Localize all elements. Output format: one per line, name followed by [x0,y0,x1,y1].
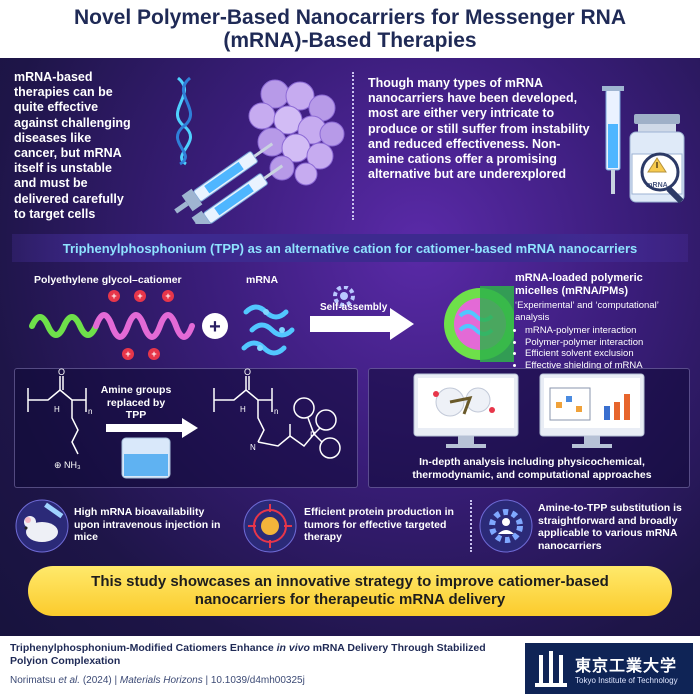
svg-text:N: N [250,443,256,452]
university-logo: 東京工業大学 Tokyo Institute of Technology [525,643,693,694]
university-emblem-icon [535,650,567,687]
monitor-chart-icon [539,373,645,448]
replace-label: Amine groups replaced by TPP [100,384,172,421]
list-item: Effective shielding of mRNA [525,360,687,372]
nh3-label: NH₃ [64,460,81,470]
vertical-syringe-icon [602,86,624,194]
plus-icon: + [202,313,228,339]
logo-japanese: 東京工業大学 [575,658,678,675]
intro-left-text: mRNA-based therapies can be quite effect… [14,70,131,221]
svg-text:n: n [274,407,278,416]
arrow-right-icon [310,308,414,340]
conclusion-text: This study showcases an innovative strat… [91,573,609,608]
micelle-subtitle: ‘Experimental’ and ‘computational’ analy… [515,300,659,323]
svg-text:+: + [209,316,221,338]
intro-divider [352,72,354,220]
svg-text:+: + [137,291,142,301]
list-item: Polymer-polymer interaction [525,337,687,349]
assembly-illustration: + + + + + + Self-assembly [29,286,514,362]
tpp-heading: Triphenylphosphonium (TPP) as an alterna… [62,240,638,256]
svg-text:+: + [151,349,156,359]
monitors-illustration [413,373,645,448]
mrna-label: mRNA [246,274,279,286]
outcome-protein-production: Efficient protein production in tumors f… [304,506,454,543]
self-assembly-label: Self-assembly [320,302,388,313]
catiomer-chain-icon: + + + + + [93,290,195,360]
svg-text:+: + [111,291,116,301]
logo-english: Tokyo Institute of Technology [575,676,678,685]
analysis-text: In-depth analysis including physicochemi… [412,456,652,481]
svg-text:n: n [88,407,92,416]
title-bar: Novel Polymer-Based Nanocarriers for Mes… [0,0,700,58]
svg-text:H: H [240,405,246,414]
outcome-divider [470,500,472,552]
outcome-applicability: Amine-to-TPP substitution is straightfor… [538,502,682,552]
list-item: Efficient solvent exclusion [525,348,687,360]
mouse-icon [15,499,69,553]
syringe-icon [174,142,284,224]
magnifier-icon [640,152,684,204]
list-item: mRNA-polymer interaction [525,325,687,337]
micelle-icon [444,286,514,362]
outcome-bioavailability: High mRNA bioavailability upon intraveno… [74,506,221,543]
vial-illustration: mRNA [602,86,685,204]
micelle-title: mRNA-loaded polymeric micelles (mRNA/PMs… [515,272,643,297]
footer: Triphenylphosphonium-Modified Catiomers … [0,636,700,700]
svg-text:H: H [54,405,60,414]
tpp-structure [213,376,341,459]
conclusion-banner: This study showcases an innovative strat… [28,566,672,616]
paper-title: Triphenylphosphonium-Modified Catiomers … [10,642,486,667]
monitor-simulation-icon [413,373,519,448]
svg-text:P: P [310,430,316,440]
svg-text:⊕: ⊕ [54,460,62,470]
cell-cluster-icon [248,79,345,186]
intro-right-text: Though many types of mRNA nanocarriers h… [368,76,590,182]
tumor-target-icon [243,499,297,553]
svg-text:+: + [125,349,130,359]
gear-icon [333,286,355,307]
mrna-strands-icon [241,304,295,356]
amine-structure [27,376,87,455]
gear-person-icon [479,499,533,553]
svg-text:O: O [244,368,251,377]
dna-helix-icon [176,76,192,166]
medicine-vial-icon: mRNA [629,114,685,203]
micelle-bullets: mRNA-polymer interaction Polymer-polymer… [515,325,687,371]
micelle-description: mRNA-loaded polymeric micelles (mRNA/PMs… [515,272,687,371]
vial-label: mRNA [646,182,667,189]
page-title: Novel Polymer-Based Nanocarriers for Mes… [73,6,627,52]
peg-chain-icon [29,314,99,338]
svg-text:O: O [58,368,65,377]
svg-text:+: + [165,291,170,301]
tpp-heading-band: Triphenylphosphonium (TPP) as an alterna… [12,234,688,262]
reaction-arrow-icon [106,418,198,438]
chemical-structures: O H n NH₃ ⊕ O H n N P [27,368,341,479]
beaker-icon [121,437,171,479]
cells-syringe-illustration [174,76,345,224]
citation: Norimatsu et al. (2024) | Materials Hori… [10,675,305,686]
peg-catiomer-label: Polyethylene glycol–catiomer [34,274,182,286]
